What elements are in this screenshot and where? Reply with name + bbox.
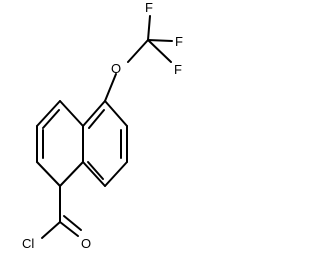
- bond-carbonyl-double-inner: [63, 215, 82, 231]
- bond-ether-oxygen-to-ring: [104, 73, 117, 102]
- bond-cf3-carbon-to-f-right-upper: [147, 39, 173, 42]
- ring-double-bond: [87, 161, 104, 180]
- acyl-chloride-bonds: [41, 185, 82, 239]
- ring-bond: [104, 100, 128, 127]
- ring-bond: [59, 100, 84, 127]
- bond-cf3-carbon-to-f-top: [147, 15, 151, 41]
- ring-bond: [82, 100, 106, 127]
- ring-bond: [59, 161, 84, 187]
- trifluoromethyl-bonds: [127, 15, 173, 63]
- ring-upper: [82, 100, 128, 187]
- ring-bond: [36, 161, 61, 187]
- atom-label-carbonyl-oxygen: O: [81, 236, 91, 251]
- ring-bond: [36, 100, 61, 127]
- bond-carbonyl-double-outer: [59, 221, 79, 237]
- ring-lower: [36, 100, 84, 187]
- atom-label-f-right-lower: F: [174, 62, 182, 77]
- bond-cf3-carbon-to-ether-oxygen: [127, 39, 149, 63]
- ring-double-bond: [42, 109, 60, 129]
- atom-label-f-right-upper: F: [175, 34, 183, 49]
- bond-cf3-carbon-to-f-right-lower: [147, 39, 172, 63]
- ring-bond: [82, 161, 106, 187]
- atom-label-chlorine: Cl: [22, 236, 34, 251]
- ring-bond: [104, 161, 128, 187]
- ring-double-bond: [88, 109, 105, 129]
- molecule-structure: F F F O Cl O: [22, 0, 183, 251]
- atom-label-f-top: F: [145, 0, 153, 15]
- atom-label-ether-oxygen: O: [111, 61, 121, 76]
- bond-carbonyl-carbon-to-chlorine: [41, 221, 61, 239]
